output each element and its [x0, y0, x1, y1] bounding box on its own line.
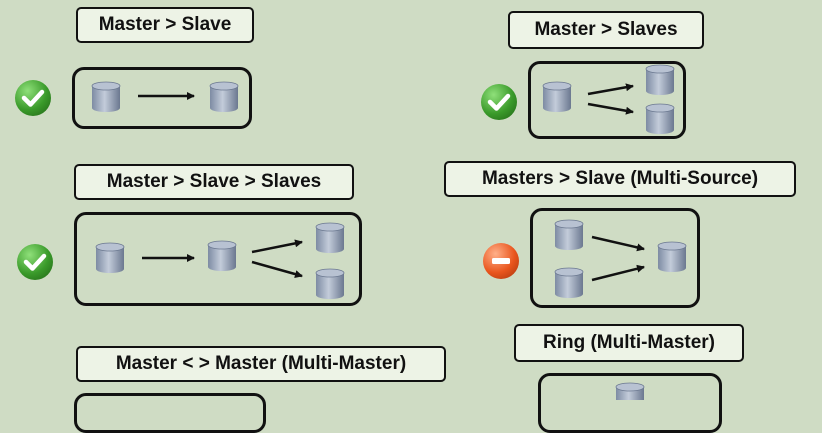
diagram-box-master-slaves — [528, 61, 686, 139]
minus-icon — [483, 243, 519, 279]
check-icon — [15, 80, 51, 116]
diagram-box-master-slave — [72, 67, 252, 129]
check-icon — [481, 84, 517, 120]
label-master-slaves: Master > Slaves — [508, 11, 704, 49]
label-master-slave: Master > Slave — [76, 7, 254, 43]
label-multi-master: Master < > Master (Multi-Master) — [76, 346, 446, 382]
label-multi-source: Masters > Slave (Multi-Source) — [444, 161, 796, 197]
label-master-slave-slaves: Master > Slave > Slaves — [74, 164, 354, 200]
label-ring: Ring (Multi-Master) — [514, 324, 744, 362]
diagram-box-multi-master — [74, 393, 266, 433]
check-icon — [17, 244, 53, 280]
diagram-box-ring — [538, 373, 722, 433]
diagram-box-multi-source — [530, 208, 700, 308]
diagram-box-master-slave-slaves — [74, 212, 362, 306]
